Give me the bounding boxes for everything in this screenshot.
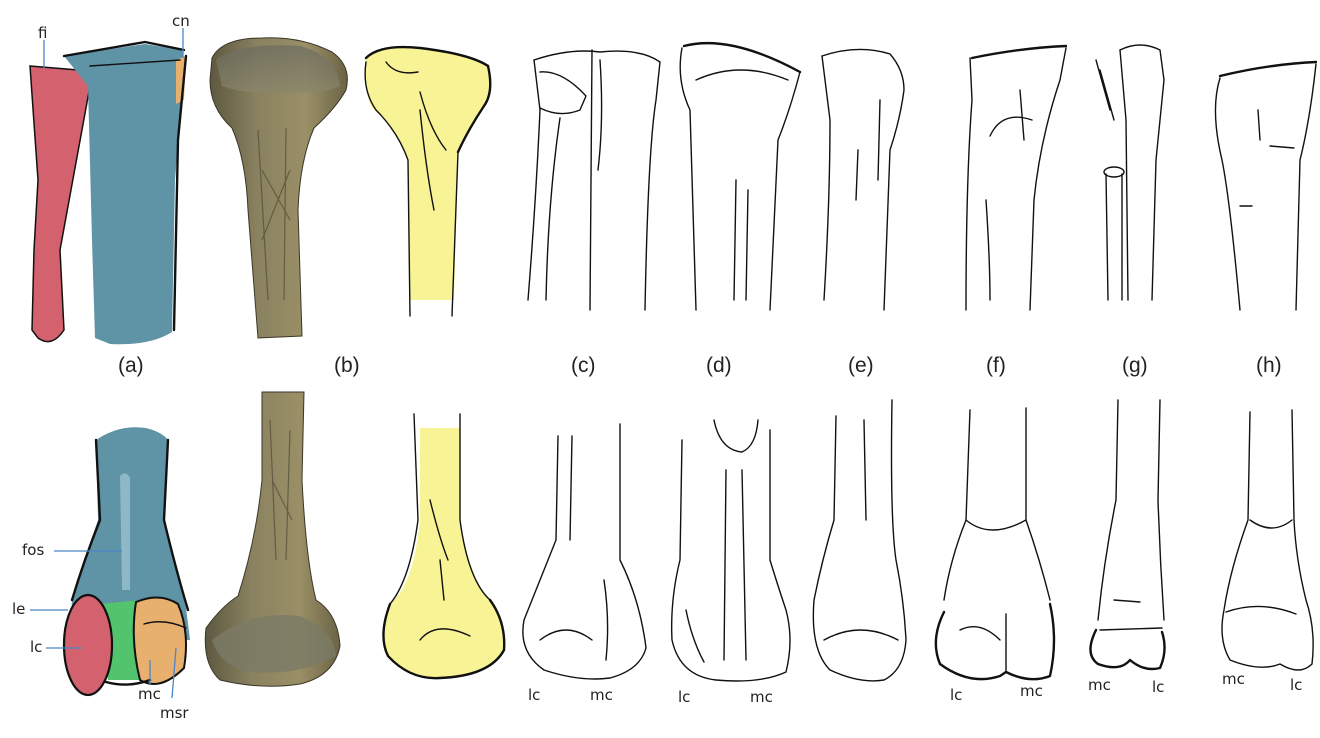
annotation-mc: mc [138,685,161,703]
sketch-label-f-lc: lc [950,686,962,704]
lateral-condyle-shape [64,595,112,695]
medial-condyle-shape [134,597,186,684]
panel-label-f: (f) [986,354,1006,377]
sketch-c-top [528,50,660,310]
panel-label-g: (g) [1122,354,1148,377]
sketch-label-d-lc: lc [678,688,690,706]
annotation-fi: fi [38,24,47,42]
sketch-label-f-mc: mc [1020,682,1043,700]
sketch-d-top [680,43,800,310]
sketch-g-top [1096,45,1164,300]
panel-labels: (a) (b) (c) (d) (e) (f) (g) (h) [118,354,1282,377]
panel-a-bottom-schematic: fos le lc mc msr [12,427,190,722]
sketch-label-d-mc: mc [750,688,773,706]
panel-b-bottom-photo [205,392,340,686]
annotation-cn: cn [172,12,190,30]
panel-b-top-photo [210,38,347,338]
sketch-e-top [822,49,904,310]
panel-label-h: (h) [1256,354,1282,377]
sketch-g-bottom [1090,400,1164,669]
annotation-fos: fos [22,541,44,559]
panel-label-b: (b) [334,354,360,377]
annotation-msr: msr [160,704,189,722]
sketch-label-h-lc: lc [1290,676,1302,694]
sketch-label-g-lc: lc [1152,678,1164,696]
sketch-label-g-mc: mc [1088,676,1111,694]
sketch-labels: lc mc lc mc lc mc mc lc mc lc [528,670,1302,706]
panel-label-a: (a) [118,354,144,377]
panel-a-top-schematic: fi cn [30,12,190,344]
panel-bottom-highlight [382,414,504,678]
sketch-c-bottom [523,424,646,679]
sketch-label-c-mc: mc [590,686,613,704]
panel-label-e: (e) [848,354,874,377]
annotation-le: le [12,600,25,618]
panel-label-d: (d) [706,354,732,377]
sketch-label-c-lc: lc [528,686,540,704]
fibula-shape [30,66,90,342]
panel-top-highlight [365,47,490,316]
sketch-h-bottom [1222,410,1313,670]
sketch-label-h-mc: mc [1222,670,1245,688]
sketch-e-bottom [813,400,906,681]
panel-label-c: (c) [571,354,596,377]
annotation-lc: lc [30,638,42,656]
sketch-h-top [1215,62,1316,310]
sketch-f-bottom [936,408,1054,679]
sketch-f-top [966,46,1066,310]
sketch-d-bottom [672,420,790,681]
highlight-distal [382,428,504,678]
